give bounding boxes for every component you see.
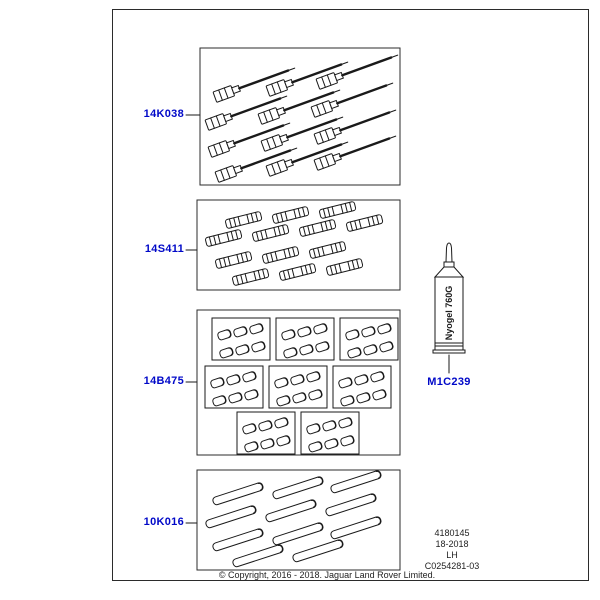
reference-side: LH: [446, 550, 458, 560]
grease-tube-crimp: [432, 349, 466, 354]
reference-block: 4180145 18-2018 LH C0254281-03: [408, 528, 496, 572]
part-label-wire-leads[interactable]: 14K038: [143, 108, 184, 120]
seal-kit-box: [237, 412, 295, 454]
seal-kit-box: [333, 366, 391, 408]
part-label-splices[interactable]: 14S411: [144, 243, 184, 255]
wire-leads-illustration: [199, 47, 401, 186]
seal-kit-box: [340, 318, 398, 360]
seal-kit-box: [269, 366, 327, 408]
reference-date: 18-2018: [435, 539, 469, 549]
grease-tube-brand-text: Nyogel 760G: [444, 286, 454, 341]
leader-lines: [185, 114, 450, 524]
grease-tube-illustration: Nyogel 760G: [432, 242, 466, 354]
grease-tube-nozzle: [445, 242, 453, 263]
seals-illustration: [196, 309, 401, 456]
reference-drawing-number: 4180145: [434, 528, 470, 538]
part-label-seals[interactable]: 14B475: [143, 375, 184, 387]
splices-illustration: [196, 199, 401, 291]
seal-kit-box: [276, 318, 334, 360]
seal-kit-box: [301, 412, 359, 454]
copyright-text: © Copyright, 2016 - 2018. Jaguar Land Ro…: [218, 570, 436, 580]
grease-tube-collar: [443, 261, 455, 268]
page-border: [112, 9, 589, 581]
reference-sheet: C0254281-03: [424, 561, 480, 571]
seal-kit-box: [205, 366, 263, 408]
grease-tube-shoulder: [433, 266, 465, 278]
part-label-grease[interactable]: M1C239: [427, 376, 471, 388]
seal-kit-box: [212, 318, 270, 360]
tubes-illustration: [196, 469, 401, 571]
part-label-tubes[interactable]: 10K016: [143, 516, 184, 528]
